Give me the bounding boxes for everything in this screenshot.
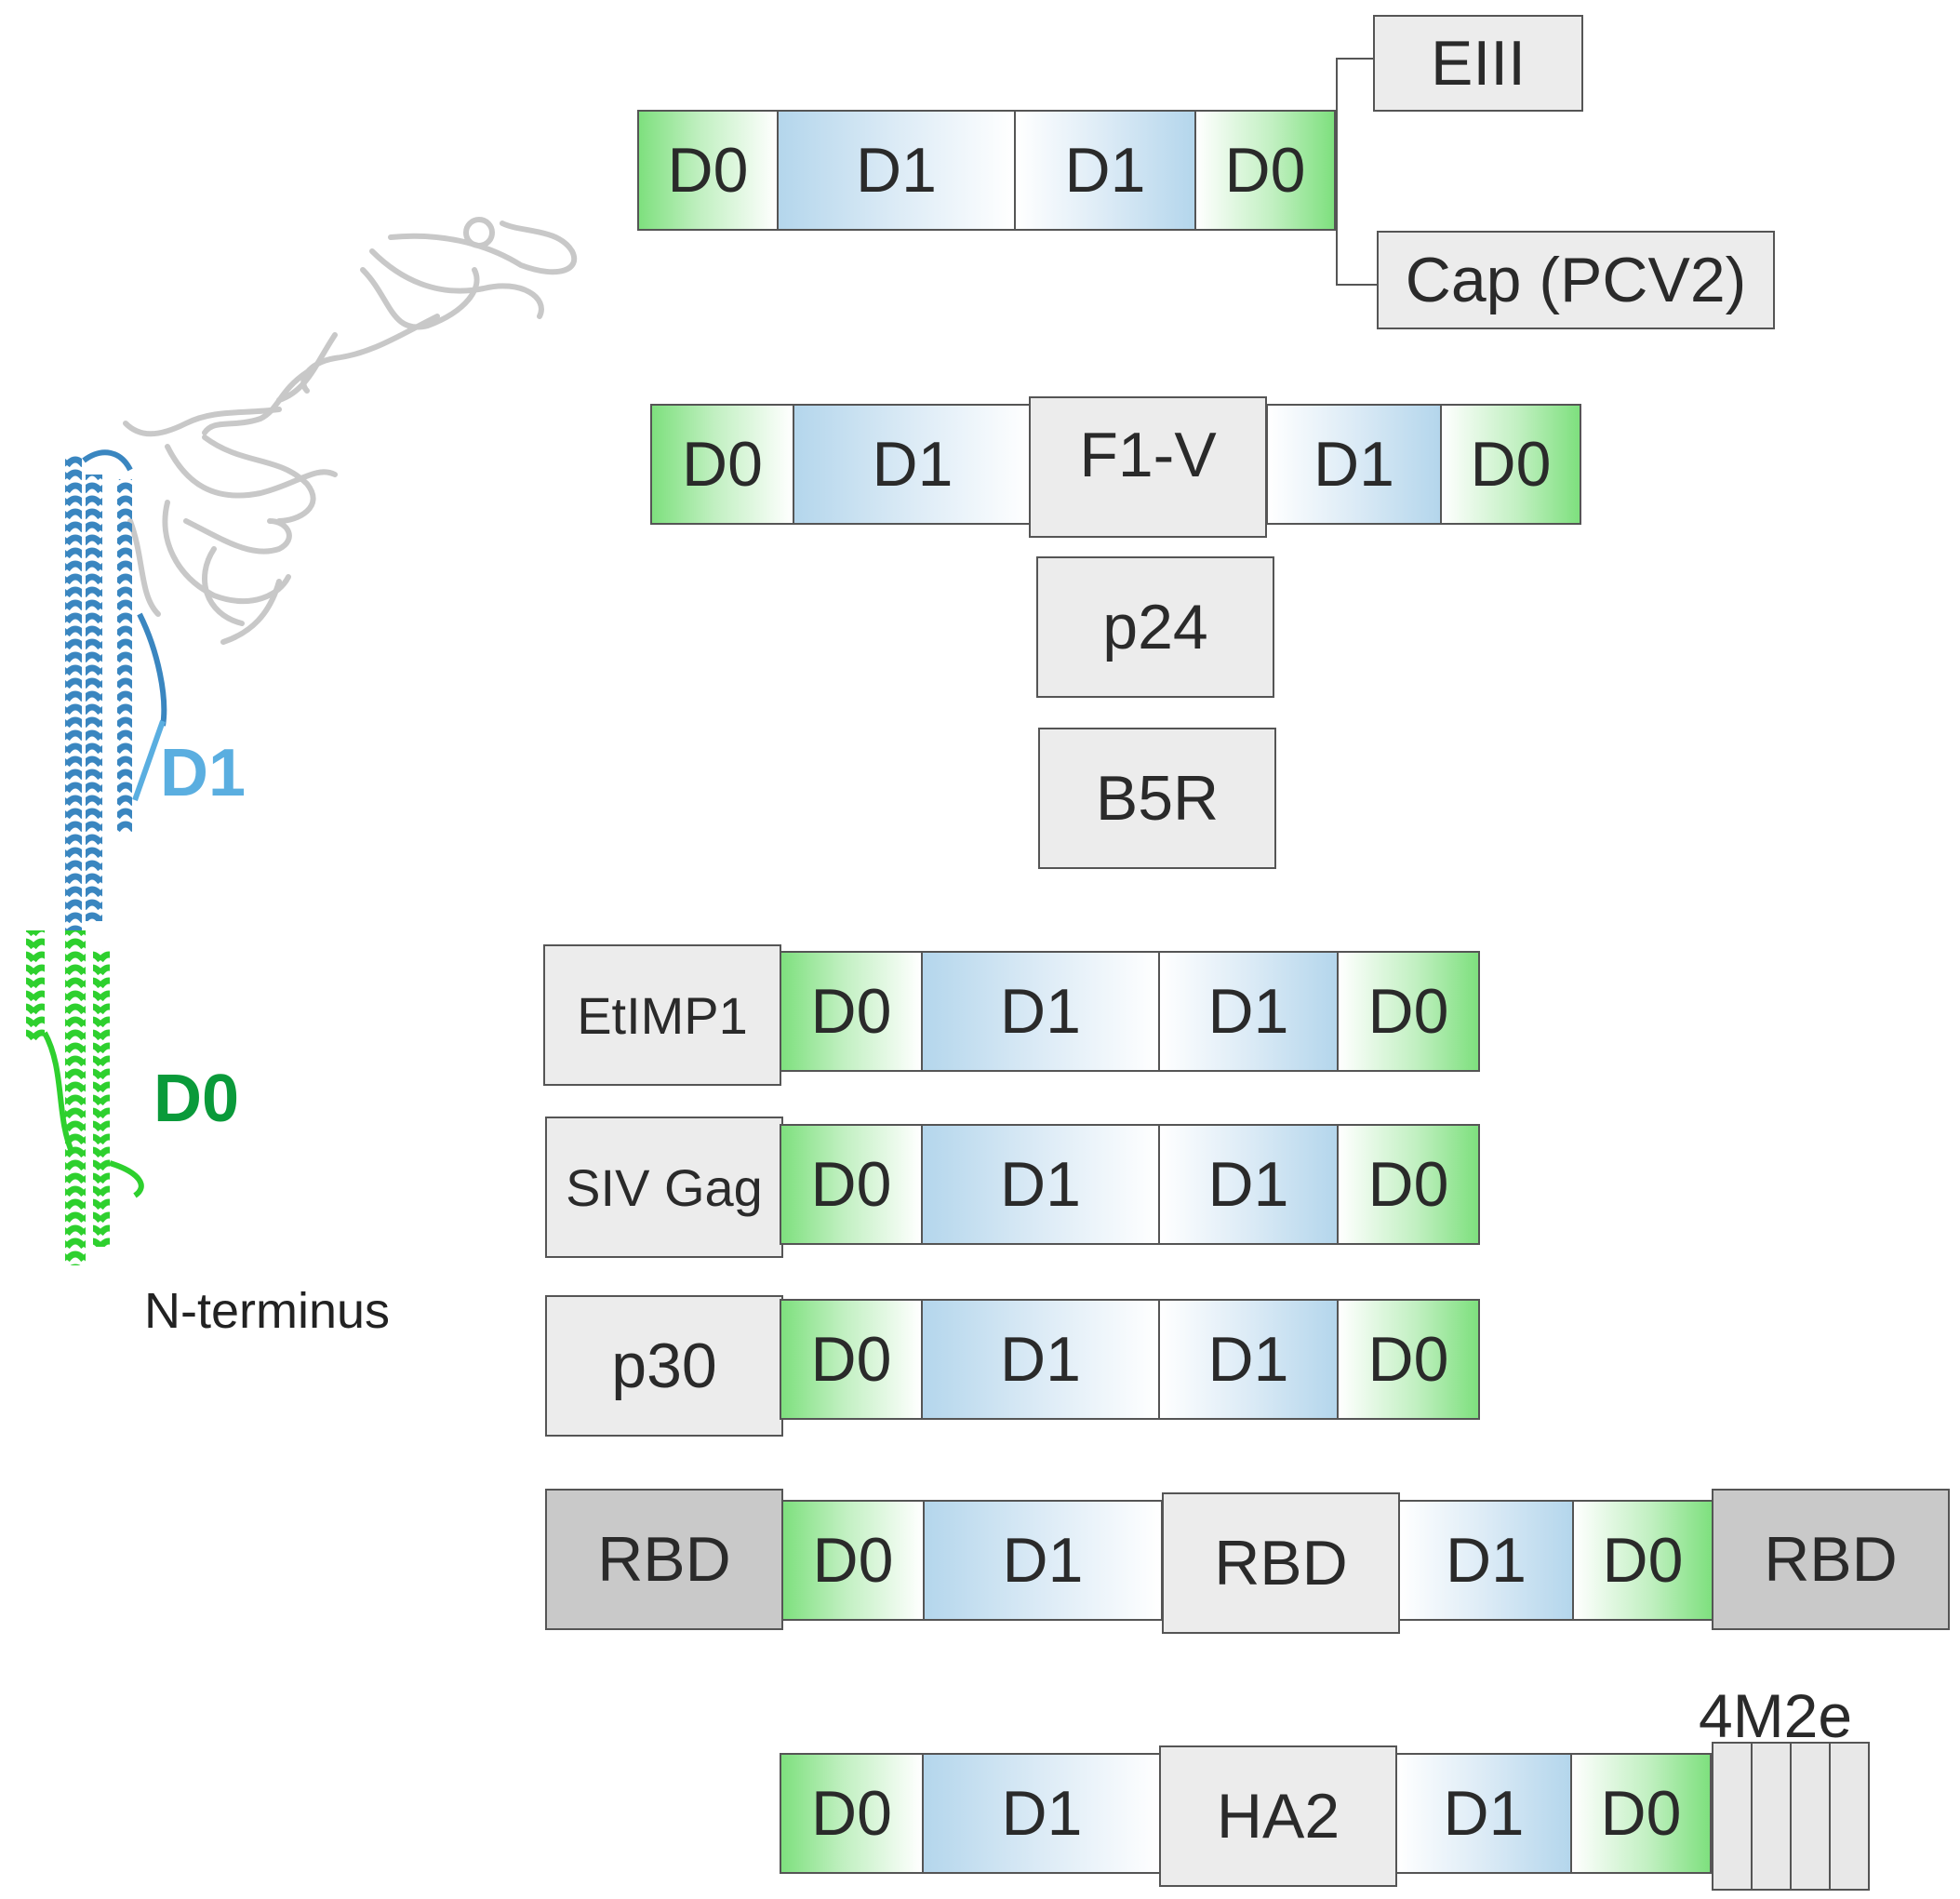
eiii-segment: EIII xyxy=(1373,15,1583,112)
rbd-segment: RBD xyxy=(545,1489,783,1630)
m2e-block xyxy=(1751,1742,1792,1891)
4m2e-label: 4M2e xyxy=(1699,1681,1853,1750)
d1-segment: D1 xyxy=(921,1299,1160,1420)
d0-helix-right xyxy=(93,949,110,1247)
siv-gag-segment: SIV Gag xyxy=(545,1117,783,1258)
p24-segment: p24 xyxy=(1036,556,1274,698)
m2e-block xyxy=(1712,1742,1753,1891)
d1-helix-right xyxy=(117,479,132,833)
d1-segment: D1 xyxy=(922,1753,1162,1874)
d0-helix-middle xyxy=(65,930,86,1265)
branch-connector xyxy=(1336,58,1338,286)
d0-segment: D0 xyxy=(1337,1299,1480,1420)
d1-segment: D1 xyxy=(921,1124,1160,1245)
d1-segment: D1 xyxy=(793,404,1033,525)
m2e-block xyxy=(1829,1742,1870,1891)
branch-connector xyxy=(1336,58,1373,60)
d1-helix-middle xyxy=(86,475,102,921)
d0-segment: D0 xyxy=(780,951,923,1072)
d1-segment: D1 xyxy=(777,110,1016,231)
d1-segment: D1 xyxy=(921,951,1160,1072)
n-terminus-label: N-terminus xyxy=(144,1283,391,1339)
d1-segment: D1 xyxy=(1395,1753,1572,1874)
d1-segment: D1 xyxy=(1158,1299,1339,1420)
p30-segment: p30 xyxy=(545,1295,783,1437)
d0-segment: D0 xyxy=(781,1500,925,1621)
d1-segment: D1 xyxy=(1266,404,1442,525)
d1-segment: D1 xyxy=(923,1500,1163,1621)
d1-domain-label: D1 xyxy=(160,736,247,810)
d0-segment: D0 xyxy=(1572,1500,1713,1621)
rbd-segment: RBD xyxy=(1162,1492,1400,1634)
d0-segment: D0 xyxy=(637,110,779,231)
branch-connector xyxy=(1336,284,1377,286)
ha2-segment: HA2 xyxy=(1159,1745,1397,1887)
etimp1-segment: EtIMP1 xyxy=(543,944,781,1086)
d0-segment: D0 xyxy=(1194,110,1336,231)
cap-pcv2-segment: Cap (PCV2) xyxy=(1377,231,1775,329)
d1-segment: D1 xyxy=(1158,1124,1339,1245)
m2e-block xyxy=(1790,1742,1831,1891)
d1-segment: D1 xyxy=(1014,110,1196,231)
d0-domain-label: D0 xyxy=(153,1062,240,1136)
d0-segment: D0 xyxy=(1337,951,1480,1072)
b5r-segment: B5R xyxy=(1038,728,1276,869)
d1-segment: D1 xyxy=(1158,951,1339,1072)
d0-segment: D0 xyxy=(780,1299,923,1420)
d0-segment: D0 xyxy=(1440,404,1581,525)
d2-d3-ribbon xyxy=(123,217,577,645)
d0-helix-left xyxy=(26,930,45,1042)
d0-segment: D0 xyxy=(780,1124,923,1245)
f1-v-segment: F1-V xyxy=(1029,396,1267,538)
d0-segment: D0 xyxy=(780,1753,924,1874)
d1-helix-left xyxy=(65,456,82,930)
d0-segment: D0 xyxy=(1337,1124,1480,1245)
d1-segment: D1 xyxy=(1398,1500,1574,1621)
rbd-segment: RBD xyxy=(1712,1489,1950,1630)
flagellin-structure-illustration xyxy=(26,217,577,1265)
d0-segment: D0 xyxy=(650,404,794,525)
d0-segment: D0 xyxy=(1570,1753,1712,1874)
